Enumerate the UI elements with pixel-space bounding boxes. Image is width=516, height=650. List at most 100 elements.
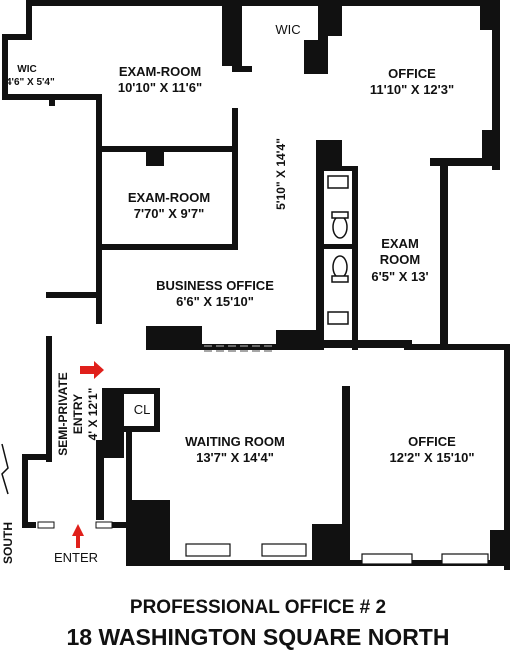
room-waiting-label: WAITING ROOM 13'7" X 14'4" (180, 434, 290, 467)
room-name-2: ROOM (379, 252, 421, 268)
room-name: BUSINESS OFFICE (156, 278, 274, 293)
toilet-tank-icon-2 (331, 275, 349, 283)
wall-entry-left (46, 336, 52, 462)
pillar-exam1-right (222, 6, 242, 66)
room-name: WIC (275, 22, 301, 37)
room-name: CL (133, 402, 151, 417)
wall-right-lower (504, 344, 510, 570)
hall-size-label: 5'10" X 14'4" (274, 138, 288, 210)
room-office-bottom-label: OFFICE 12'2" X 15'10" (372, 434, 492, 467)
wall-entry-stub (46, 292, 96, 298)
wall-business-bottom (146, 344, 324, 350)
room-wic-left-label: WIC 4'6" X 5'4" (6, 64, 55, 89)
toilet-icon (332, 215, 348, 239)
compass-line-icon (1, 443, 9, 495)
wall-exam2-bottom (102, 244, 238, 250)
room-size: 6'6" X 15'10" (176, 294, 254, 310)
pillar-top-right (480, 0, 500, 30)
wall-right-step (440, 160, 448, 350)
toilet-icon-2 (332, 255, 348, 279)
walls (2, 0, 510, 570)
wall-bath-mid (322, 244, 358, 249)
window-waiting-2 (261, 543, 307, 557)
fixtures (327, 175, 349, 325)
arrow-up-icon (72, 524, 84, 548)
window-office-2 (441, 553, 489, 565)
door-left-icon (37, 521, 55, 529)
arrows (72, 361, 104, 548)
sink-icon-2 (327, 311, 349, 325)
pillar-office-corner (328, 6, 342, 36)
pillar-right-mid (482, 130, 500, 160)
south-label: SOUTH (1, 522, 15, 564)
window-waiting-1 (185, 543, 231, 557)
room-business-label: BUSINESS OFFICE 6'6" X 15'10" (140, 278, 290, 311)
room-name: WAITING ROOM (185, 434, 285, 449)
room-entry-label: SEMI-PRIVATE ENTRY 4' X 12'1" (56, 358, 104, 470)
wall-vestibule-bl (22, 522, 36, 528)
floor-plan-drawing (1, 0, 510, 570)
room-closet-label: CL (128, 402, 156, 418)
room-exam3-label: EXAM ROOM 6'5" X 13' (362, 236, 438, 285)
wall-vestibule-br (112, 522, 132, 528)
room-size: 13'7" X 14'4" (196, 450, 274, 466)
sink-icon (327, 175, 349, 189)
wall-vestibule-right (96, 440, 104, 520)
window-office-1 (361, 553, 413, 565)
room-exam1-label: EXAM-ROOM 10'10" X 11'6" (100, 64, 220, 97)
wall-bath2-right (352, 250, 358, 350)
wall-exam3-bottom (316, 340, 412, 348)
room-name: EXAM-ROOM (127, 190, 211, 205)
wall-closet-right (154, 388, 160, 430)
room-size: 6'5" X 13' (371, 268, 429, 284)
wall-wic-door-jamb (240, 66, 252, 72)
room-name: OFFICE (388, 66, 436, 81)
wall-top (26, 0, 500, 6)
wall-office-left (342, 386, 350, 566)
title-line-1: PROFESSIONAL OFFICE # 2 (129, 597, 387, 618)
room-size: 4'6" X 5'4" (6, 76, 55, 88)
room-name: SEMI-PRIVATE (56, 372, 70, 456)
windows (185, 543, 489, 565)
wall-closet-top (124, 388, 158, 394)
room-size: 11'10" X 12'3" (369, 82, 455, 98)
wall-bath-left (316, 140, 324, 346)
room-size: 4' X 12'1" (86, 387, 100, 441)
room-name: EXAM (381, 236, 419, 251)
room-name: EXAM-ROOM (118, 64, 202, 79)
wall-wic-left (2, 34, 8, 100)
wall-bath-right (352, 166, 358, 250)
pillar-entry-right (102, 388, 124, 458)
wall-vestibule-left (22, 454, 28, 528)
wall-bath1-top (322, 166, 358, 171)
wall-wic-right (318, 6, 328, 64)
room-size: 10'10" X 11'6" (117, 80, 203, 96)
wall-right-jog (430, 158, 500, 166)
wall-vestibule-top (22, 454, 52, 460)
wall-wic-stub (49, 94, 55, 106)
room-name: OFFICE (408, 434, 456, 449)
wall-left-vertical (96, 94, 102, 324)
wall-closet-bottom (124, 426, 160, 432)
room-office-top-label: OFFICE 11'10" X 12'3" (352, 66, 472, 99)
pillar-waiting-bl (126, 500, 170, 566)
entry-doors (37, 521, 113, 529)
pillar-wic-right (304, 40, 328, 74)
room-name-2: ENTRY (71, 393, 85, 435)
wall-office-top (404, 344, 510, 350)
room-wic-top-label: WIC (260, 22, 316, 38)
enter-label: ENTER (53, 550, 99, 565)
wall-waiting-left (126, 426, 132, 566)
title-line-2: 18 WASHINGTON SQUARE NORTH (66, 624, 450, 650)
arrow-right-icon (80, 361, 104, 379)
pillar-bath-top (316, 140, 342, 170)
wall-right-upper (492, 0, 500, 170)
room-size: 7'70" X 9'7" (133, 206, 205, 222)
wall-wic-top (2, 34, 32, 40)
toilet-tank-icon (331, 211, 349, 219)
wall-exam2-right (232, 108, 238, 248)
room-size: 12'2" X 15'10" (389, 450, 475, 466)
door-right-icon (95, 521, 113, 529)
pillar-stub (232, 60, 242, 72)
